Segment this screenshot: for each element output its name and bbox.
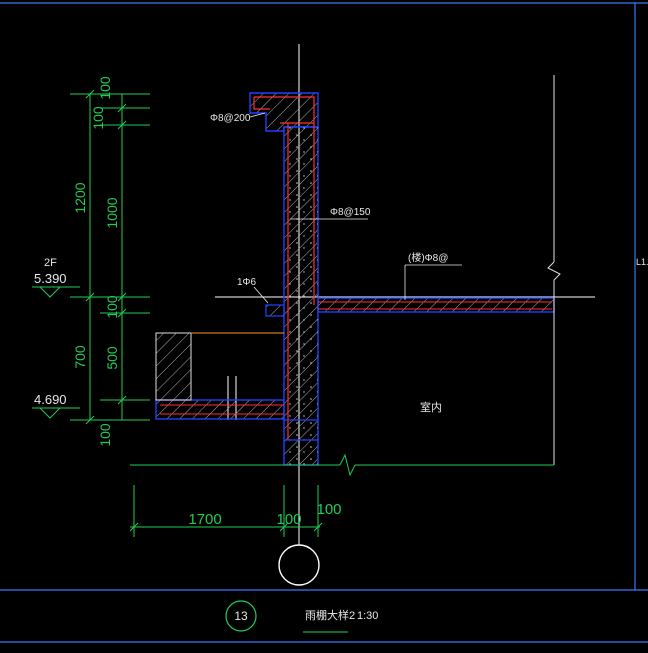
dim-left-8: 100	[97, 423, 113, 447]
room-label: 室内	[420, 400, 442, 414]
floor-slab	[317, 297, 555, 313]
rebar-leader-top	[249, 112, 266, 118]
dim-bottom-3: 100	[316, 501, 341, 518]
level-mark-lower	[32, 407, 80, 419]
bottom-dimension-lines	[129, 485, 323, 537]
detail-title: 雨棚大样2	[305, 608, 355, 622]
level-lower: 4.690	[34, 392, 67, 407]
parapet	[155, 332, 284, 401]
dim-left-7: 500	[104, 346, 120, 370]
detail-number-circle	[225, 600, 257, 632]
dim-left-5: 100	[104, 295, 120, 319]
detail-number: 13	[234, 609, 248, 623]
level-mark-upper	[32, 286, 80, 298]
rebar-label-top: Φ8@200	[210, 113, 251, 124]
concrete-wall	[283, 123, 319, 466]
dim-left-1: 100	[97, 76, 113, 100]
axis-bubble	[278, 544, 320, 586]
dim-left-4: 1000	[104, 197, 120, 228]
dim-left-6: 700	[72, 345, 88, 369]
detail-scale: 1:30	[357, 610, 378, 622]
rebar-leader-corner	[253, 286, 269, 304]
dim-bottom-2: 100	[276, 511, 301, 528]
dim-bottom-1: 1700	[188, 511, 221, 528]
canopy-cap	[249, 92, 319, 132]
dim-left-3: 1200	[72, 182, 88, 213]
rebar-label-wall: Φ8@150	[330, 207, 371, 218]
left-dimension-lines	[70, 89, 150, 425]
dim-left-2: 100	[90, 106, 106, 130]
wall-ledge	[265, 304, 285, 317]
rebar-label-slab: (楼)Φ8@	[408, 251, 448, 264]
floor-label: 2F	[44, 257, 57, 269]
room-outline	[547, 75, 561, 465]
level-upper: 5.390	[34, 271, 67, 286]
right-edge-label: L1.	[636, 257, 648, 267]
ground-line	[130, 453, 554, 477]
lower-slab	[155, 399, 285, 420]
rebar-label-corner: 1Φ6	[237, 277, 257, 288]
